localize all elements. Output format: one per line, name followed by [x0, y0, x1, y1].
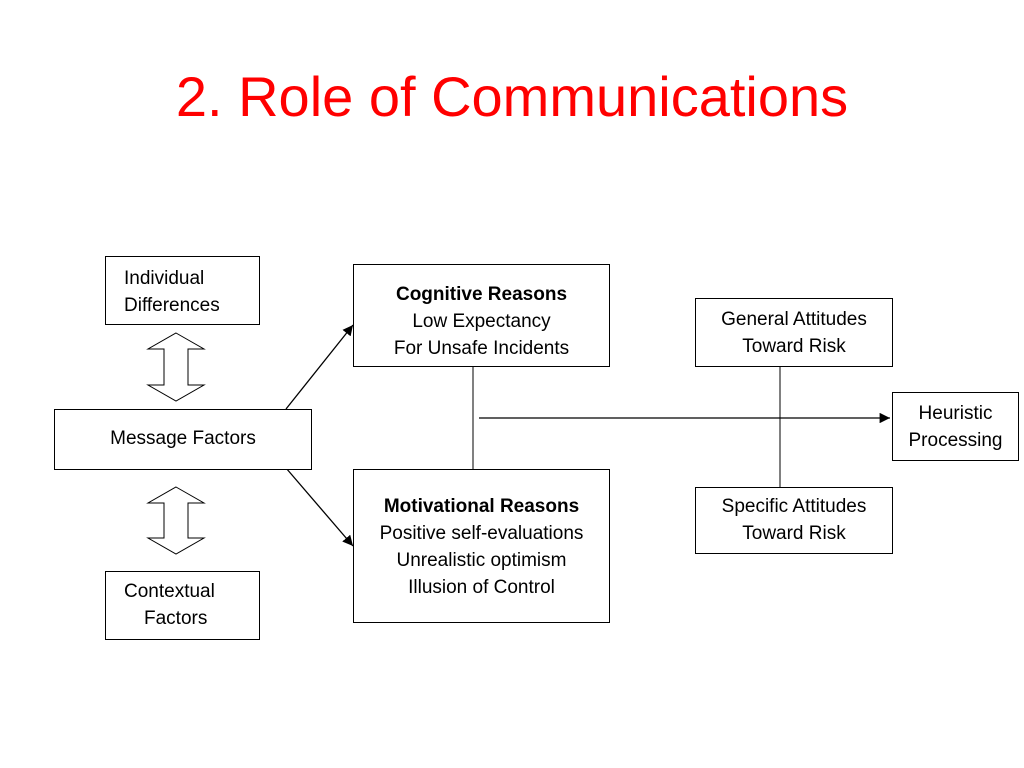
cognitive-reasons-box: Cognitive Reasons Low Expectancy For Uns…: [353, 264, 610, 367]
specific-attitudes-line-1: Specific Attitudes: [721, 496, 867, 517]
general-attitudes-box: General Attitudes Toward Risk: [695, 298, 893, 367]
double-arrow-lower: [146, 486, 206, 555]
motivational-reasons-heading: Motivational Reasons: [383, 496, 580, 517]
individual-differences-line-2: Differences: [124, 295, 220, 316]
double-arrow-upper: [146, 332, 206, 402]
motivational-reasons-box: Motivational Reasons Positive self-evalu…: [353, 469, 610, 623]
specific-attitudes-box: Specific Attitudes Toward Risk: [695, 487, 893, 554]
motivational-reasons-line-2: Unrealistic optimism: [396, 550, 567, 571]
cognitive-reasons-heading: Cognitive Reasons: [395, 284, 568, 305]
contextual-factors-box: Contextual Factors: [105, 571, 260, 640]
message-factors-label: Message Factors: [110, 428, 256, 449]
general-attitudes-line-1: General Attitudes: [721, 309, 867, 330]
individual-differences-line-1: Individual: [124, 268, 205, 289]
heuristic-processing-box: Heuristic Processing: [892, 392, 1019, 461]
message-factors-box: Message Factors: [54, 409, 312, 470]
heuristic-processing-line-1: Heuristic: [918, 403, 993, 424]
arrow-to-motivational: [285, 467, 354, 547]
individual-differences-box: Individual Differences: [105, 256, 260, 325]
contextual-factors-line-1: Contextual: [124, 581, 215, 602]
heuristic-processing-line-2: Processing: [908, 430, 1003, 451]
motivational-reasons-line-1: Positive self-evaluations: [379, 523, 584, 544]
page-title: 2. Role of Communications: [175, 65, 849, 128]
cognitive-reasons-line-2: For Unsafe Incidents: [393, 338, 570, 359]
specific-attitudes-line-2: Toward Risk: [742, 523, 846, 544]
cognitive-reasons-line-1: Low Expectancy: [412, 311, 551, 332]
general-attitudes-line-2: Toward Risk: [742, 336, 846, 357]
contextual-factors-line-2: Factors: [144, 608, 208, 629]
arrow-to-cognitive: [285, 324, 354, 410]
motivational-reasons-line-3: Illusion of Control: [408, 577, 555, 598]
